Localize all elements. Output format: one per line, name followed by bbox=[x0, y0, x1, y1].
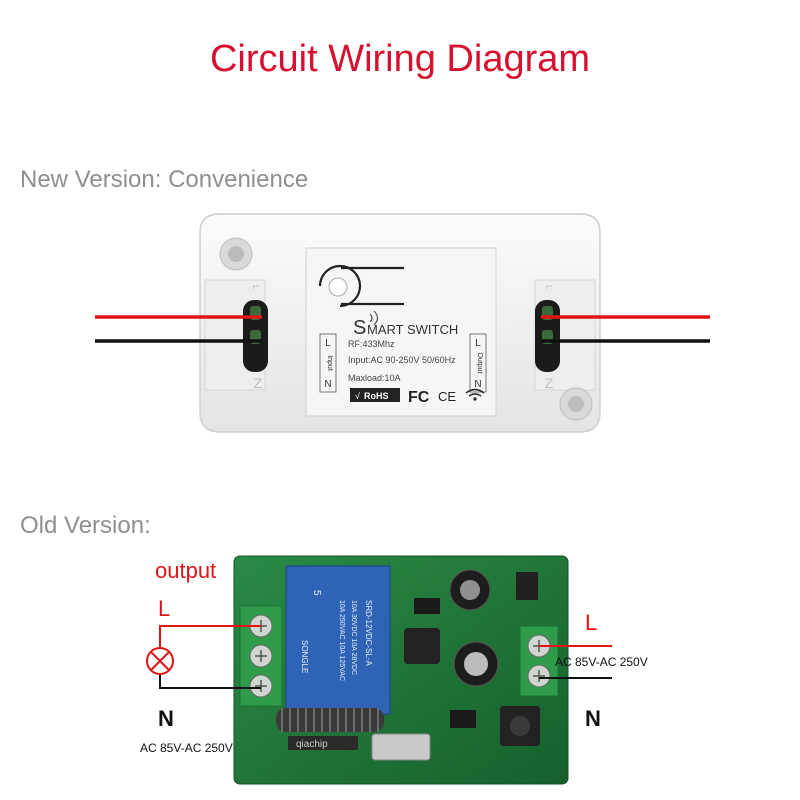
output-l: L bbox=[475, 338, 481, 349]
fc-mark: FC bbox=[408, 389, 430, 406]
rf-frequency: RF:433Mhz bbox=[348, 339, 395, 349]
right-live-label: L bbox=[585, 610, 597, 635]
pairing-button-outline bbox=[318, 264, 404, 308]
relay-brand: SONGLE bbox=[300, 640, 309, 673]
output-word: Output bbox=[476, 352, 483, 373]
chip-label: qiachip bbox=[296, 739, 328, 750]
svg-text:⌐: ⌐ bbox=[252, 279, 259, 293]
svg-text:⌐: ⌐ bbox=[545, 279, 552, 293]
output-label-box bbox=[469, 333, 487, 393]
rohs-text: RoHS bbox=[364, 391, 389, 401]
left-neutral-label: N bbox=[158, 706, 174, 731]
chip bbox=[288, 736, 358, 750]
relay bbox=[285, 565, 391, 715]
input-spec: Input:AC 90-250V 50/60Hz bbox=[348, 355, 456, 365]
section-new-version-label: New Version: Convenience bbox=[20, 166, 309, 193]
signal-icon bbox=[369, 310, 379, 326]
crystal bbox=[371, 733, 431, 761]
input-n: N bbox=[324, 379, 331, 390]
brand-name: MART SWITCH bbox=[367, 322, 458, 337]
output-live-wire-old bbox=[159, 625, 261, 648]
label-panel bbox=[305, 247, 497, 417]
old-version-wires bbox=[159, 625, 612, 689]
left-supply-label: AC 85V-AC 250V bbox=[140, 741, 233, 755]
antenna-coil bbox=[276, 708, 384, 732]
svg-text:√: √ bbox=[355, 391, 360, 401]
output-neutral-wire-old bbox=[159, 674, 261, 689]
brand-initial: S bbox=[353, 317, 366, 339]
transistor bbox=[516, 572, 538, 600]
old-relay-board: SONGLE 5 10A 250VAC 10A 125VAC 10A 30VDC… bbox=[233, 555, 569, 785]
section-old-version-label: Old Version: bbox=[20, 512, 151, 539]
input-l: L bbox=[325, 338, 331, 349]
input-word: Input bbox=[326, 355, 333, 371]
relay-number: 5 bbox=[311, 590, 322, 596]
new-version-wires bbox=[95, 315, 710, 343]
input-label-box bbox=[319, 333, 337, 393]
right-supply-label: AC 85V-AC 250V bbox=[555, 655, 648, 669]
wifi-icon bbox=[465, 388, 485, 401]
inductor bbox=[404, 628, 440, 664]
smart-switch-device: ⌐ ⌐ Z Z S MART SWITCH RF:433Mhz Input:AC… bbox=[199, 213, 601, 433]
left-live-label: L bbox=[158, 596, 170, 621]
ic bbox=[414, 598, 440, 614]
maxload: Maxload:10A bbox=[348, 373, 401, 383]
lamp-icon bbox=[146, 647, 174, 675]
svg-text:Z: Z bbox=[254, 375, 263, 391]
output-label: output bbox=[155, 558, 216, 583]
right-neutral-label: N bbox=[585, 706, 601, 731]
relay-spec-2: 10A 30VDC 10A 28VDC bbox=[350, 600, 357, 675]
relay-spec-1: 10A 250VAC 10A 125VAC bbox=[338, 600, 345, 681]
page-title: Circuit Wiring Diagram bbox=[209, 38, 591, 80]
pairing-button bbox=[328, 277, 348, 297]
output-n: N bbox=[474, 379, 481, 390]
svg-text:Z: Z bbox=[545, 375, 554, 391]
rohs-badge bbox=[350, 388, 400, 402]
relay-model: SRD-12VDC-SL-A bbox=[364, 600, 373, 666]
ce-mark: CE bbox=[438, 389, 456, 404]
